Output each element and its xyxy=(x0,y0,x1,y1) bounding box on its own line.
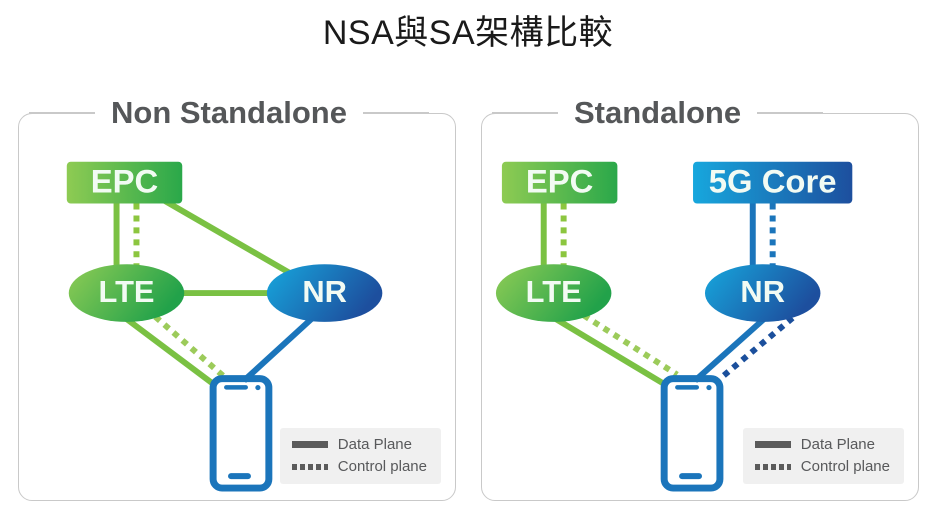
panel-non-standalone: Non Standalone xyxy=(18,93,456,501)
node-5g-core-label: 5G Core xyxy=(709,162,837,199)
node-epc: EPC xyxy=(501,161,618,204)
legend-label-data-plane: Data Plane xyxy=(800,436,875,453)
legend-nsa: Data Plane Control plane xyxy=(279,428,441,484)
node-nr-label: NR xyxy=(302,274,347,309)
page-title: NSA與SA架構比較 xyxy=(322,14,614,52)
sa-diagram: EPC 5G Core LTE NR xyxy=(482,114,918,500)
link-nr-device-data xyxy=(241,314,316,383)
node-lte-label: LTE xyxy=(99,274,155,309)
dotted-line-icon xyxy=(754,463,791,470)
node-nr: NR xyxy=(266,264,383,322)
node-smartphone-icon xyxy=(660,375,724,492)
panel-standalone: Standalone xyxy=(481,93,919,501)
legend-row-control-plane: Control plane xyxy=(291,458,427,475)
legend-label-data-plane: Data Plane xyxy=(337,436,412,453)
legend-row-control-plane: Control plane xyxy=(754,458,890,475)
solid-line-icon xyxy=(291,441,328,448)
dotted-line-icon xyxy=(291,463,328,470)
link-lte-device-data xyxy=(544,310,667,388)
node-epc-label: EPC xyxy=(91,162,159,199)
legend-label-control-plane: Control plane xyxy=(337,458,427,475)
legend-sa: Data Plane Control plane xyxy=(742,428,904,484)
node-smartphone-icon xyxy=(209,375,273,492)
legend-row-data-plane: Data Plane xyxy=(754,436,890,453)
nsa-diagram: EPC LTE NR xyxy=(19,114,455,500)
node-epc-label: EPC xyxy=(526,162,594,199)
legend-row-data-plane: Data Plane xyxy=(291,436,427,453)
node-nr: NR xyxy=(704,264,821,322)
node-epc: EPC xyxy=(66,161,183,204)
node-lte: LTE xyxy=(68,264,185,322)
node-5g-core: 5G Core xyxy=(693,161,853,204)
link-nr-device-data xyxy=(693,310,773,383)
link-nr-device-control xyxy=(711,315,795,387)
node-lte: LTE xyxy=(495,264,612,322)
link-lte-device-control xyxy=(571,306,679,378)
link-lte-device-data xyxy=(116,310,216,387)
link-lte-device-control xyxy=(144,306,227,379)
legend-label-control-plane: Control plane xyxy=(800,458,890,475)
node-lte-label: LTE xyxy=(526,274,582,309)
node-nr-label: NR xyxy=(740,274,785,309)
solid-line-icon xyxy=(754,441,791,448)
